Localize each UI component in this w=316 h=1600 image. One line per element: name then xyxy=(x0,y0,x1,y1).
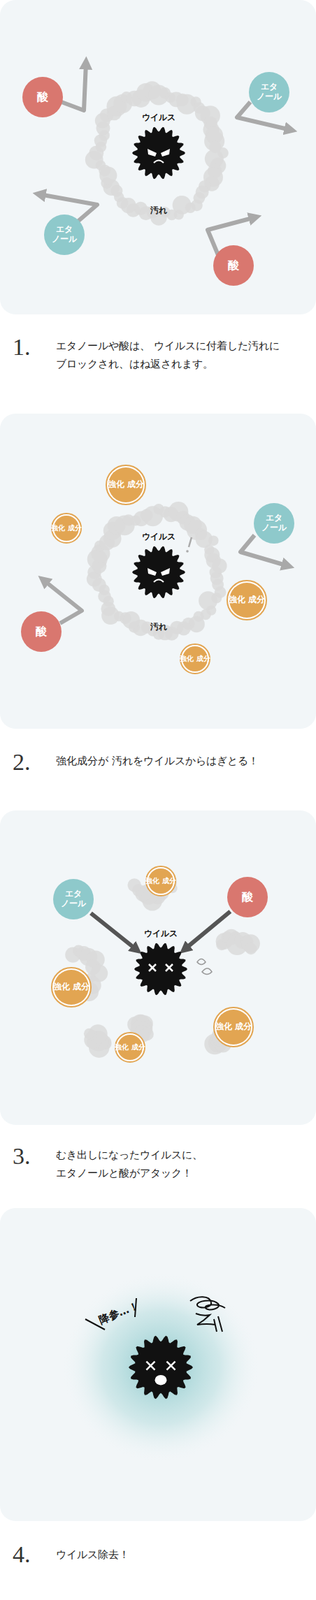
dirt-clouds xyxy=(65,81,261,1059)
circle-text: 強化 成分 xyxy=(105,464,147,506)
step-caption: 強化成分が 汚れをウイルスからはぎとる！ xyxy=(55,752,294,771)
virus-eyes xyxy=(147,148,170,157)
glow xyxy=(62,1273,259,1463)
virus-mouth xyxy=(153,580,164,584)
virus-body xyxy=(132,127,186,180)
circle-text: 酸 xyxy=(22,76,63,118)
circle-text: エタ ノール xyxy=(248,72,290,113)
circle-text: エタ ノール xyxy=(253,503,295,544)
circle-text: 強化 成分 xyxy=(213,1007,254,1048)
agent-circle: 強化 成分 xyxy=(145,866,177,897)
step-caption: エタノールや酸は、 ウイルスに付着した汚れに ブロックされ、はね返されます。 xyxy=(55,336,294,375)
panel xyxy=(0,1208,316,1522)
attack-arrow xyxy=(184,911,231,950)
virus-label: ウイルス xyxy=(141,531,176,544)
surprise-mark xyxy=(185,550,189,553)
virus-body xyxy=(128,1336,193,1400)
virus-eyes xyxy=(165,964,173,972)
panel xyxy=(0,413,316,730)
panel xyxy=(0,810,316,1126)
circle-text: 強化 成分 xyxy=(179,643,211,675)
virus-eyes xyxy=(146,1362,155,1371)
agent-circle: エタ ノール xyxy=(44,214,85,256)
virus: ウイルス xyxy=(132,546,186,600)
step-number: 4. xyxy=(12,1542,31,1569)
circle-text: 強化 成分 xyxy=(226,580,268,621)
agent-circle: 強化 成分 xyxy=(105,464,147,506)
circle-text: 酸 xyxy=(227,877,268,918)
circle-text: 強化 成分 xyxy=(51,513,82,544)
dirt xyxy=(211,558,227,574)
virus-body xyxy=(134,943,188,997)
agent-circle: 強化 成分 xyxy=(114,1032,146,1064)
agent-circle: 酸 xyxy=(213,245,254,286)
agent-circle: 強化 成分 xyxy=(51,967,92,1009)
agent-circle: 強化 成分 xyxy=(179,643,211,675)
circle-text: エタ ノール xyxy=(44,214,85,256)
agent-circle: 強化 成分 xyxy=(51,513,82,544)
dirt xyxy=(83,1029,95,1040)
agent-circle: エタ ノール xyxy=(253,503,295,544)
virus-mouth xyxy=(155,1375,168,1387)
step-caption: むき出しになったウイルスに、 エタノールと酸がアタック！ xyxy=(55,1146,294,1184)
dirt xyxy=(127,878,142,893)
step-caption: ウイルス除去！ xyxy=(55,1546,294,1565)
agent-circle: 酸 xyxy=(22,76,63,118)
agent-circle: エタ ノール xyxy=(248,72,290,113)
node-shape xyxy=(134,943,188,997)
virus-mouth xyxy=(153,160,164,164)
surprise-mark xyxy=(188,537,192,548)
dirt xyxy=(245,943,258,956)
virus-eyes xyxy=(148,964,156,972)
dirt xyxy=(209,141,221,154)
label: 汚れ xyxy=(150,621,168,634)
attack-arrow xyxy=(90,913,138,951)
step-number: 1. xyxy=(12,334,31,361)
virus-label: ウイルス xyxy=(144,928,178,941)
circle-text: 強化 成分 xyxy=(114,1032,146,1064)
circle-text: 強化 成分 xyxy=(145,866,177,897)
circle-text: 酸 xyxy=(213,245,254,286)
step-number: 2. xyxy=(12,749,31,777)
circle-text: 強化 成分 xyxy=(51,967,92,1009)
virus-label: ウイルス xyxy=(141,111,176,124)
label: 汚れ xyxy=(150,204,168,217)
defeated-virus xyxy=(128,1336,193,1400)
circle-text: エタ ノール xyxy=(53,879,94,921)
node-shape xyxy=(132,126,186,180)
agent-circle: 酸 xyxy=(227,877,268,918)
panel xyxy=(0,0,316,315)
virus: ウイルス xyxy=(134,943,188,997)
agent-circle: 酸 xyxy=(20,611,62,653)
step-number: 3. xyxy=(12,1143,31,1171)
circle-text: 酸 xyxy=(20,611,62,653)
virus: ウイルス xyxy=(132,126,186,180)
agent-circle: エタ ノール xyxy=(53,879,94,921)
agent-circle: 強化 成分 xyxy=(226,580,268,621)
node-shape xyxy=(132,546,186,600)
virus-eyes xyxy=(166,1362,175,1371)
virus-body xyxy=(132,546,186,600)
sweat-mark xyxy=(197,959,212,976)
agent-circle: 強化 成分 xyxy=(213,1007,254,1048)
dirt xyxy=(208,535,219,547)
marks xyxy=(85,1297,226,1333)
virus-eyes xyxy=(147,568,170,577)
